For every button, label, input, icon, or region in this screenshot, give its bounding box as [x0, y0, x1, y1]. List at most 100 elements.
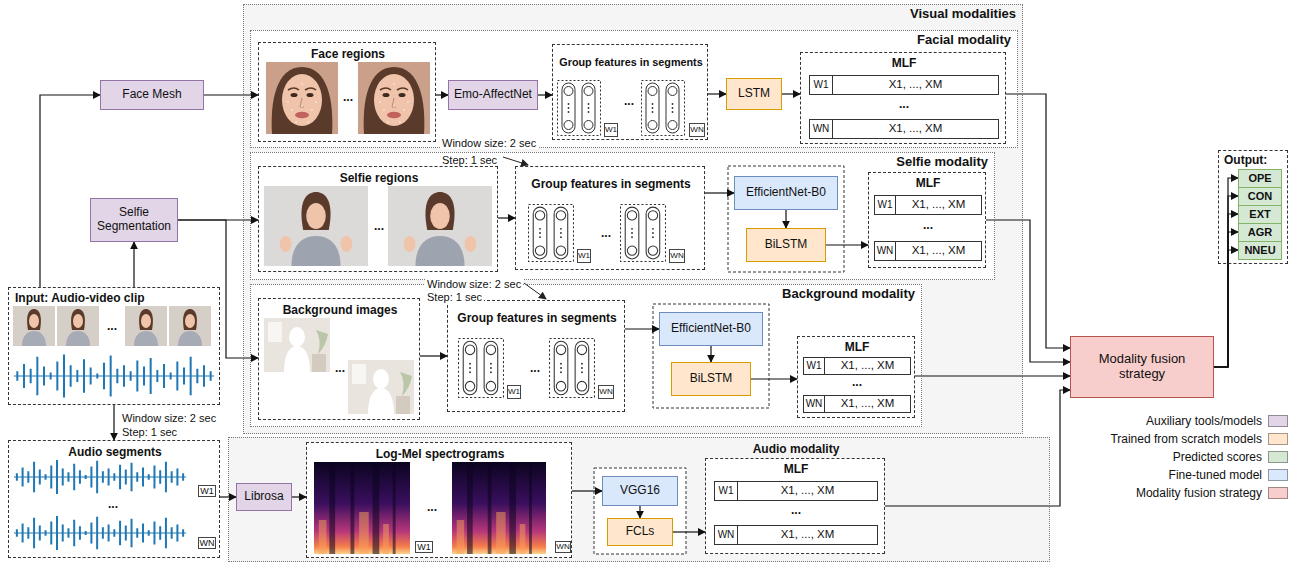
label-text: OPE — [1248, 172, 1271, 185]
legend-text: Auxiliary tools/models — [1146, 414, 1262, 428]
text-slot: Group features in segments — [448, 303, 626, 333]
label-text: MLF — [845, 340, 870, 354]
text-slot: BiLSTM — [747, 229, 825, 261]
text-slot: W1 — [507, 385, 521, 399]
arrow-connector — [133, 242, 134, 287]
label-text: Output: — [1224, 154, 1267, 168]
segment-panel: Group features in segments... W1 WN — [515, 166, 705, 270]
label-text: ... — [791, 504, 801, 518]
arrow-connector — [40, 95, 100, 287]
legend-text: Modality fusion strategy — [1136, 486, 1262, 500]
segment-panel: Group features in segments...W1WN — [552, 44, 708, 140]
label-text: ... — [624, 95, 634, 109]
annotation-slot: Window size: 2 sec — [440, 133, 538, 145]
label-text: MLF — [892, 56, 917, 70]
score-box: EXT — [1238, 205, 1282, 224]
label-text: X1, ..., XM — [781, 528, 835, 541]
label-text: Background images — [283, 303, 398, 317]
label-text: W1 — [578, 251, 590, 260]
label-text: X1, ..., XM — [912, 198, 966, 211]
label-text: Face regions — [311, 47, 385, 61]
text-slot: EfficientNet-B0 — [735, 177, 837, 209]
legend-row: Fine-tuned model — [1169, 468, 1262, 482]
arrow-connector — [436, 94, 448, 95]
model-box: LSTM — [726, 78, 782, 110]
text-slot: FCLs — [608, 519, 672, 545]
text-slot: ... — [869, 219, 987, 233]
arrow-connector — [420, 355, 447, 356]
text-slot: ... — [524, 362, 546, 376]
label-text: WN — [200, 538, 215, 548]
text-slot: ... — [706, 504, 886, 518]
tool-box: Selfie Segmentation — [90, 198, 178, 242]
text-slot: ... — [371, 220, 387, 234]
text-slot: Group features in segments — [553, 47, 709, 77]
mlf-panel: MLFW1X1, ..., XM...WNX1, ..., XM — [705, 458, 885, 554]
label-text: W1 — [807, 360, 822, 372]
text-slot: WN — [669, 249, 685, 263]
text-slot: W1 — [714, 481, 738, 501]
label-text: Modality fusion strategy — [1074, 352, 1210, 382]
text-slot: Input: Audio-video clip — [15, 291, 215, 307]
text-slot: W1 — [874, 195, 896, 215]
arrow-connector — [498, 217, 515, 218]
text-slot: Selfie regions — [259, 170, 499, 186]
label-text: WN — [599, 387, 612, 396]
label-text: WN — [813, 123, 830, 135]
label-text: X1, ..., XM — [781, 484, 835, 497]
arrow-connector — [178, 220, 258, 358]
label-text: VGG16 — [620, 484, 660, 498]
text-slot: Emo-AffectNet — [449, 81, 537, 109]
text-slot: W1 — [415, 541, 433, 553]
score-box: AGR — [1238, 223, 1282, 242]
text-slot: X1, ..., XM — [738, 525, 878, 545]
annotation-slot: Window size: 2 sec — [120, 408, 218, 420]
label-text: Selfie Segmentation — [94, 206, 174, 234]
label-text: FCLs — [626, 525, 655, 539]
audio-panel: Audio segments...W1WN — [8, 440, 220, 558]
output-panel: Output:OPECONEXTAGRNNEU — [1218, 150, 1288, 264]
text-slot: Selfie Segmentation — [91, 199, 177, 241]
text-slot: VGG16 — [603, 477, 677, 505]
annotation: Window size: 2 sec — [440, 137, 538, 149]
arrow-connector — [639, 506, 640, 518]
label-text: NNEU — [1244, 244, 1275, 257]
legend-text: Predicted scores — [1173, 450, 1262, 464]
label-text: W1 — [814, 79, 829, 91]
label-text: LSTM — [738, 87, 770, 101]
text-slot: EXT — [1239, 206, 1281, 223]
label-text: W1 — [878, 199, 893, 211]
legend-row: Trained from scratch models — [1110, 432, 1262, 446]
text-slot: WN — [803, 395, 825, 413]
text-slot: Group features in segments — [516, 169, 706, 199]
tool-box: Librosa — [236, 483, 292, 511]
text-slot: ... — [422, 501, 442, 515]
arrow-connector — [915, 375, 1070, 376]
label-text: ... — [107, 320, 117, 334]
arrow-connector — [538, 94, 552, 95]
label-text: Audio segments — [68, 445, 161, 459]
text-slot: WN — [874, 241, 896, 261]
text-slot: X1, ..., XM — [833, 119, 999, 139]
modality-band: Selfie modalitySelfie regions...Group fe… — [250, 152, 995, 280]
legend-row: Modality fusion strategy — [1136, 486, 1262, 500]
text-slot: Background images — [259, 302, 421, 318]
text-slot: ... — [338, 91, 358, 105]
annotation: Step: 1 sec — [440, 154, 499, 166]
text-slot: W1 — [577, 249, 591, 263]
label-text: ... — [108, 498, 118, 512]
arrow-connector — [113, 405, 114, 440]
label-text: Audio modality — [753, 442, 840, 456]
annotation-slot: Window size: 2 sec — [425, 274, 523, 286]
label-text: Emo-AffectNet — [454, 88, 532, 102]
text-slot: ... — [595, 227, 617, 241]
label-text: Visual modalities — [910, 7, 1016, 22]
label-text: ... — [923, 219, 933, 233]
text-slot: WN — [598, 385, 614, 399]
arrow-connector — [292, 496, 306, 497]
arrow-connector — [751, 378, 797, 379]
label-text: X1, ..., XM — [841, 359, 895, 372]
text-slot: ... — [801, 97, 1007, 113]
arrow-connector — [673, 531, 705, 532]
text-slot: AGR — [1239, 224, 1281, 241]
